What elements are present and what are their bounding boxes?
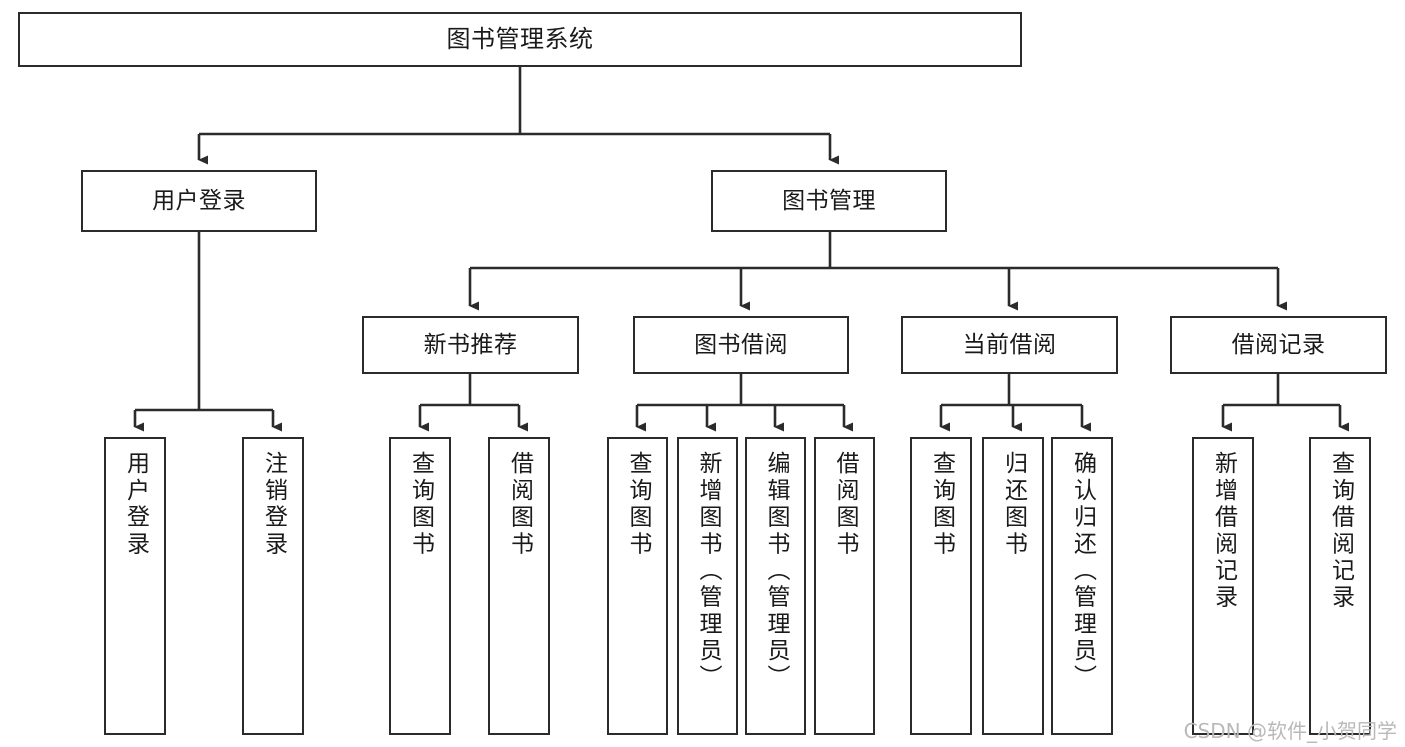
node-borrow-record[interactable]: 借阅记录 (1170, 316, 1387, 374)
node-book-manage[interactable]: 图书管理 (711, 170, 947, 232)
node-label: 归还图书 (1000, 451, 1027, 558)
node-leaf-return-book[interactable]: 归还图书 (982, 437, 1044, 735)
node-label: 图书管理系统 (446, 24, 594, 53)
node-label: 确认归还（管理员） (1069, 451, 1096, 692)
node-leaf-query-book-3[interactable]: 查询图书 (910, 437, 972, 735)
node-root-system[interactable]: 图书管理系统 (18, 12, 1022, 67)
node-label: 查询图书 (625, 451, 651, 558)
node-current-borrow[interactable]: 当前借阅 (901, 316, 1118, 374)
node-user-login[interactable]: 用户登录 (81, 170, 317, 232)
node-new-book-rec[interactable]: 新书推荐 (362, 316, 579, 374)
node-label: 当前借阅 (962, 331, 1057, 358)
node-label: 查询图书 (928, 451, 955, 558)
node-label: 新增图书（管理员） (695, 451, 721, 692)
node-label: 用户登录 (122, 451, 149, 558)
node-label: 查询图书 (407, 451, 434, 558)
node-leaf-user-login[interactable]: 用户登录 (104, 437, 166, 735)
node-leaf-logout-login[interactable]: 注销登录 (242, 437, 304, 735)
node-label: 编辑图书（管理员） (763, 451, 789, 692)
node-label: 查询借阅记录 (1327, 451, 1354, 612)
node-label: 借阅记录 (1231, 331, 1326, 358)
node-book-borrow[interactable]: 图书借阅 (633, 316, 849, 374)
node-leaf-edit-book-admin[interactable]: 编辑图书（管理员） (745, 437, 806, 735)
node-leaf-borrow-book-2[interactable]: 借阅图书 (814, 437, 875, 735)
node-label: 注销登录 (260, 451, 287, 558)
node-label: 图书管理 (782, 187, 876, 214)
node-label: 新书推荐 (423, 331, 518, 358)
csdn-watermark: CSDN @软件_小贺同学 (1183, 719, 1397, 743)
node-label: 新增借阅记录 (1210, 451, 1237, 612)
node-leaf-add-borrow-rec[interactable]: 新增借阅记录 (1192, 437, 1254, 735)
node-leaf-borrow-book-1[interactable]: 借阅图书 (488, 437, 550, 735)
node-label: 用户登录 (152, 187, 246, 214)
node-leaf-query-book-1[interactable]: 查询图书 (389, 437, 451, 735)
node-leaf-add-book-admin[interactable]: 新增图书（管理员） (677, 437, 738, 735)
node-leaf-confirm-return[interactable]: 确认归还（管理员） (1051, 437, 1113, 735)
node-label: 借阅图书 (506, 451, 533, 558)
node-leaf-query-book-2[interactable]: 查询图书 (607, 437, 668, 735)
node-label: 借阅图书 (832, 451, 858, 558)
node-leaf-query-borrow-rec[interactable]: 查询借阅记录 (1309, 437, 1371, 735)
node-label: 图书借阅 (694, 331, 788, 358)
